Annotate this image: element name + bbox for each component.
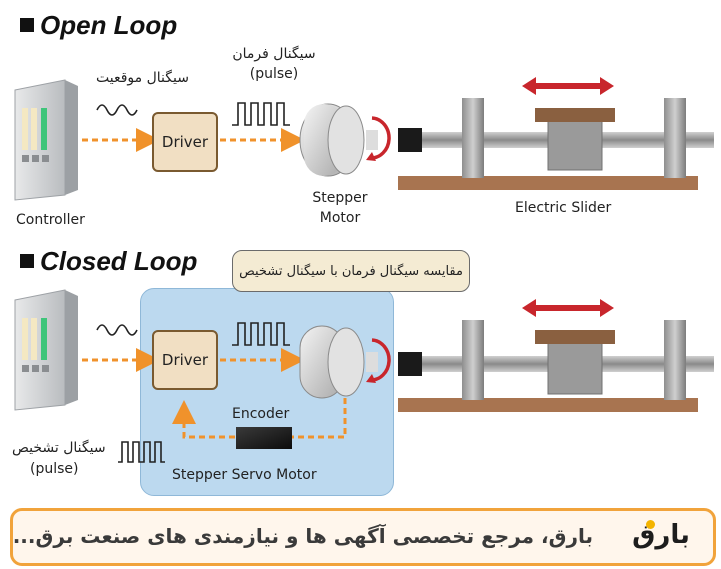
pulse-train-open [232,102,290,126]
electric-slider-open [398,77,714,190]
stepper-motor-closed [299,325,391,399]
servo-motor-label: Stepper Servo Motor [172,467,317,483]
barq-logo: بارق [632,518,690,552]
compare-bubble: مقایسه سیگنال فرمان با سیگنال تشخیص [232,250,470,292]
stepper-motor-open [299,103,391,177]
footer-banner: بارق، مرجع تخصصی آگهی ها و نیازمندی های … [10,508,716,566]
driver-box-open: Driver [152,112,218,172]
driver-box-closed: Driver [152,330,218,390]
controller-cabinet-closed [14,289,78,411]
analog-wave-open [96,104,138,116]
electric-slider-closed [398,299,714,412]
feedback-arrow-return [172,400,235,439]
closed-loop-title: Closed Loop [20,246,197,277]
controller-cabinet-open [14,79,78,201]
command-signal-label: سیگنال فرمان [232,46,316,62]
controller-label-open: Controller [16,212,85,228]
encoder-label: Encoder [232,406,290,422]
pulse-train-closed [232,322,290,346]
electric-slider-label: Electric Slider [515,200,612,216]
logo-text: بارق [632,520,690,550]
motor-label-line2: Motor [319,210,361,226]
detect-signal-sub: (pulse) [30,461,79,477]
position-signal-label: سیگنال موقعیت [96,70,189,86]
motor-label-line1: Stepper [312,190,368,206]
feedback-arrow [292,398,347,439]
logo-dot-icon [646,520,655,529]
encoder-block [236,427,292,449]
footer-tagline: بارق، مرجع تخصصی آگهی ها و نیازمندی های … [12,524,593,548]
open-loop-title: Open Loop [20,10,177,41]
detect-signal-label: سیگنال تشخیص [12,440,106,456]
command-signal-sub: (pulse) [249,66,299,82]
analog-wave-closed [96,324,138,336]
pulse-train-detect [118,441,165,463]
